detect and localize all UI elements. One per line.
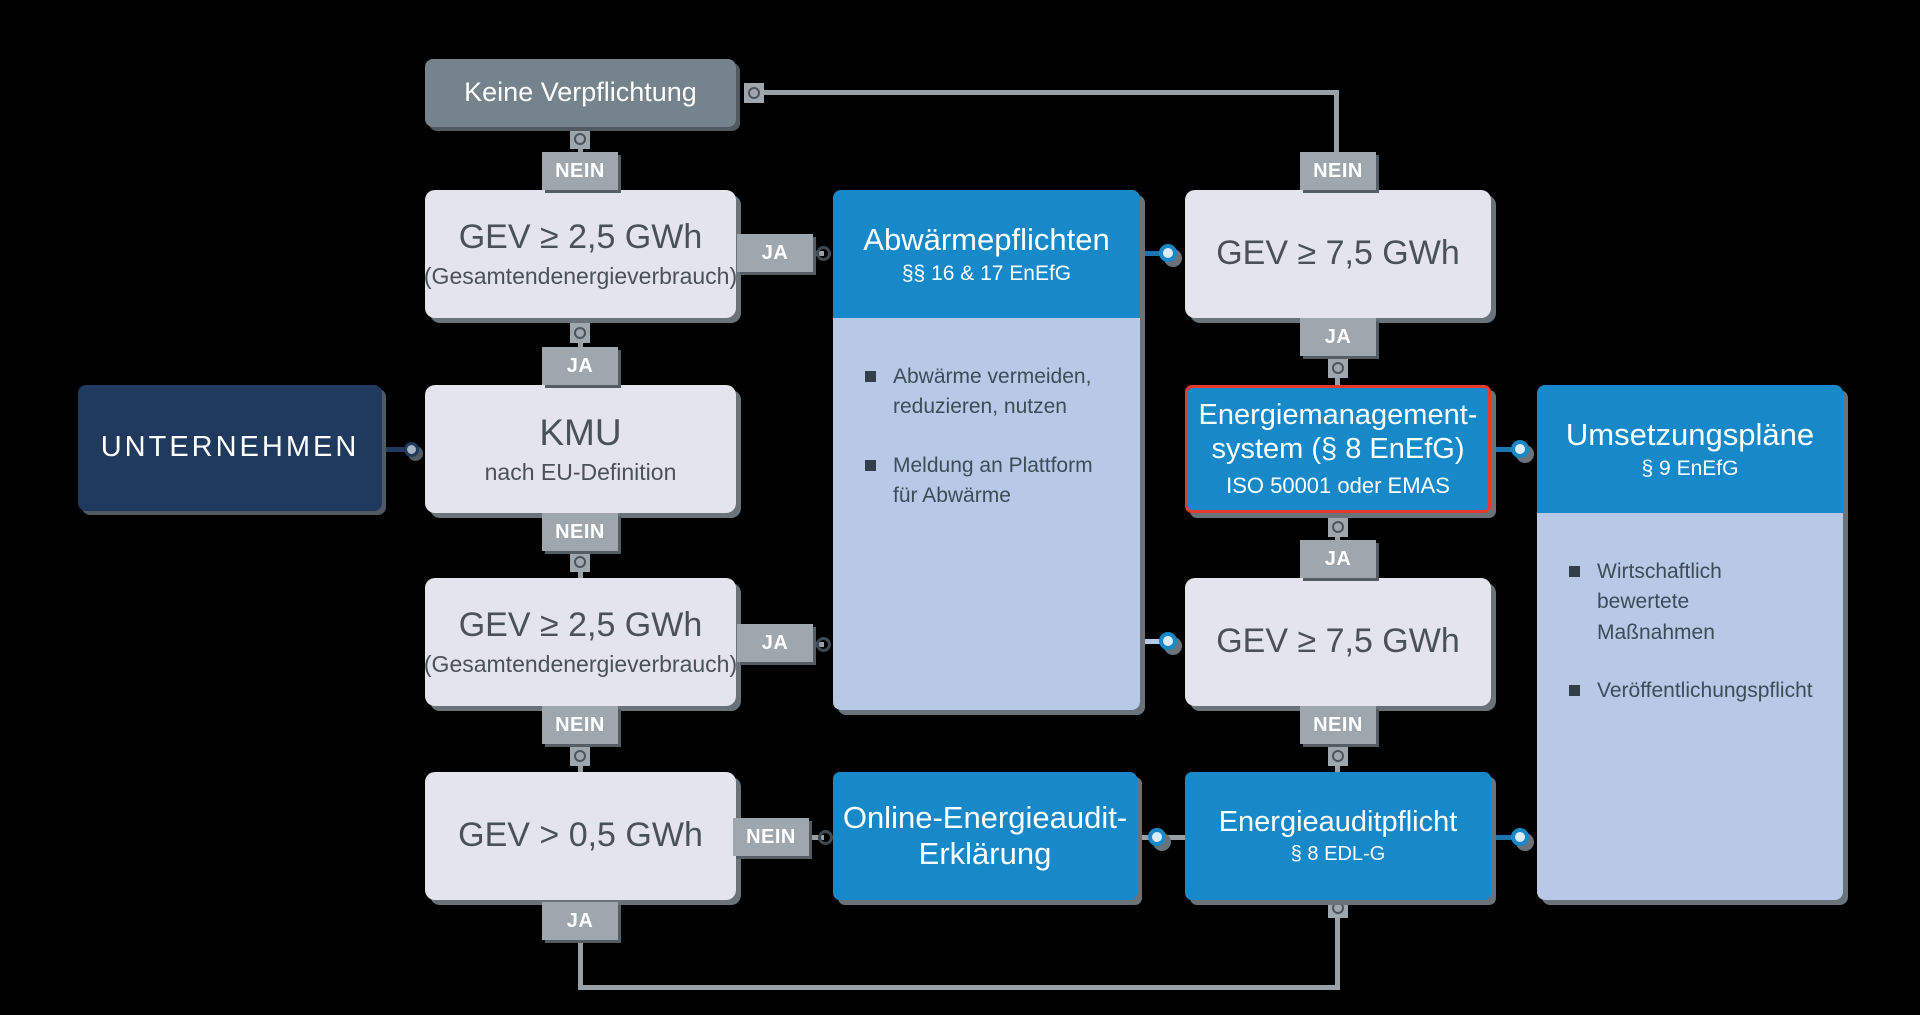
connection-point-icon	[744, 83, 764, 103]
node-subtitle: (Gesamtendenergieverbrauch)	[423, 262, 738, 289]
node-kmu[interactable]: KMU nach EU-Definition	[425, 385, 736, 513]
node-title: GEV > 0,5 GWh	[458, 816, 703, 855]
node-title: Energiemanagement- system (§ 8 EnEfG)	[1198, 399, 1478, 465]
node-title: Umsetzungspläne	[1565, 417, 1815, 453]
edge-label-nein[interactable]: NEIN	[1300, 152, 1376, 190]
node-title: Online-Energieaudit- Erklärung	[842, 800, 1128, 871]
node-unternehmen[interactable]: UNTERNEHMEN	[78, 385, 382, 511]
connection-point-icon	[1328, 898, 1348, 918]
panel-body: Abwärme vermeiden, reduzieren, nutzen Me…	[833, 318, 1140, 710]
node-title: Keine Verpflichtung	[464, 77, 697, 108]
node-title: UNTERNEHMEN	[100, 431, 360, 464]
connector-line	[1140, 639, 1162, 644]
node-gev-05[interactable]: GEV > 0,5 GWh	[425, 772, 736, 900]
node-subtitle: § 9 EnEfG	[1641, 456, 1739, 480]
node-gev-75-top[interactable]: GEV ≥ 7,5 GWh	[1185, 190, 1491, 318]
node-umsetzungsplaene[interactable]: Umsetzungspläne § 9 EnEfG Wirtschaftlich…	[1537, 385, 1843, 900]
connection-point-icon	[1328, 517, 1348, 537]
node-online-energieaudit[interactable]: Online-Energieaudit- Erklärung	[833, 772, 1137, 900]
bullet-square-icon	[865, 459, 876, 471]
edge-label-ja[interactable]: JA	[1300, 540, 1376, 578]
connector-line	[382, 447, 412, 452]
connection-point-icon	[570, 129, 590, 149]
edge-label-nein[interactable]: NEIN	[542, 152, 618, 190]
edge-label-ja[interactable]: JA	[737, 624, 813, 662]
connection-point-icon	[570, 552, 590, 572]
node-gev-25-top[interactable]: GEV ≥ 2,5 GWh (Gesamtendenergieverbrauch…	[423, 190, 738, 318]
endpoint-handle-icon	[816, 637, 831, 652]
panel-header: Umsetzungspläne § 9 EnEfG	[1537, 385, 1843, 513]
connector-line	[1491, 447, 1513, 452]
connector-handle-icon[interactable]	[1511, 440, 1529, 458]
node-subtitle: (Gesamtendenergieverbrauch)	[423, 650, 738, 677]
endpoint-handle-icon	[818, 830, 833, 845]
node-gev-25-bottom[interactable]: GEV ≥ 2,5 GWh (Gesamtendenergieverbrauch…	[423, 578, 738, 706]
connector-line	[757, 90, 1338, 95]
list-item: Meldung an Plattform für Abwärme	[865, 451, 1116, 512]
edge-label-ja[interactable]: JA	[542, 902, 618, 940]
endpoint-handle-icon	[404, 442, 419, 457]
node-subtitle: nach EU-Definition	[484, 459, 677, 486]
connection-point-icon	[570, 746, 590, 766]
connector-line	[578, 938, 583, 990]
list-item: Abwärme vermeiden, reduzieren, nutzen	[865, 362, 1116, 423]
connection-point-icon	[1328, 358, 1348, 378]
edge-label-nein[interactable]: NEIN	[542, 706, 618, 744]
node-energiemanagementsystem[interactable]: Energiemanagement- system (§ 8 EnEfG) IS…	[1185, 385, 1491, 513]
connector-line	[1334, 90, 1339, 154]
node-title: Abwärmepflichten	[863, 222, 1110, 258]
connector-line	[578, 985, 1340, 990]
node-abwaermepflichten[interactable]: Abwärmepflichten §§ 16 & 17 EnEfG Abwärm…	[833, 190, 1140, 710]
edge-label-ja[interactable]: JA	[1300, 318, 1376, 356]
edge-label-nein[interactable]: NEIN	[733, 818, 809, 856]
connection-point-icon	[570, 323, 590, 343]
panel-header: Abwärmepflichten §§ 16 & 17 EnEfG	[833, 190, 1140, 318]
bullet-square-icon	[1569, 685, 1580, 697]
edge-label-nein[interactable]: NEIN	[1300, 706, 1376, 744]
edge-label-ja[interactable]: JA	[737, 234, 813, 272]
connector-line	[808, 835, 824, 840]
node-title: Energieauditpflicht	[1218, 805, 1458, 838]
node-title: GEV ≥ 7,5 GWh	[1216, 234, 1460, 273]
panel-body: Wirtschaftlich bewertete Maßnahmen Veröf…	[1537, 513, 1843, 900]
connector-handle-icon[interactable]	[1159, 632, 1177, 650]
node-energieauditpflicht[interactable]: Energieauditpflicht § 8 EDL-G	[1185, 772, 1491, 900]
list-item: Veröffentlichungspflicht	[1569, 676, 1819, 706]
node-title: GEV ≥ 2,5 GWh	[458, 606, 703, 645]
edge-label-nein[interactable]: NEIN	[542, 513, 618, 551]
endpoint-handle-icon	[816, 246, 831, 261]
node-keine-verpflichtung[interactable]: Keine Verpflichtung	[425, 59, 736, 127]
bullet-square-icon	[1569, 566, 1580, 577]
connector-line	[1335, 908, 1340, 988]
node-title: GEV ≥ 2,5 GWh	[458, 218, 703, 257]
connector-handle-icon[interactable]	[1511, 828, 1529, 846]
connector-handle-icon[interactable]	[1159, 244, 1177, 262]
bullet-square-icon	[865, 371, 876, 382]
node-subtitle: § 8 EDL-G	[1290, 843, 1386, 866]
node-title: GEV ≥ 7,5 GWh	[1216, 622, 1460, 661]
node-subtitle: §§ 16 & 17 EnEfG	[901, 261, 1072, 285]
node-subtitle: ISO 50001 oder EMAS	[1226, 472, 1450, 498]
edge-label-ja[interactable]: JA	[542, 347, 618, 385]
connector-handle-icon[interactable]	[1148, 828, 1166, 846]
connection-point-icon	[1328, 746, 1348, 766]
connector-line	[1491, 835, 1513, 840]
node-gev-75-bottom[interactable]: GEV ≥ 7,5 GWh	[1185, 578, 1491, 706]
list-item: Wirtschaftlich bewertete Maßnahmen	[1569, 557, 1819, 648]
node-title: KMU	[539, 411, 622, 453]
connector-line	[1140, 251, 1162, 256]
